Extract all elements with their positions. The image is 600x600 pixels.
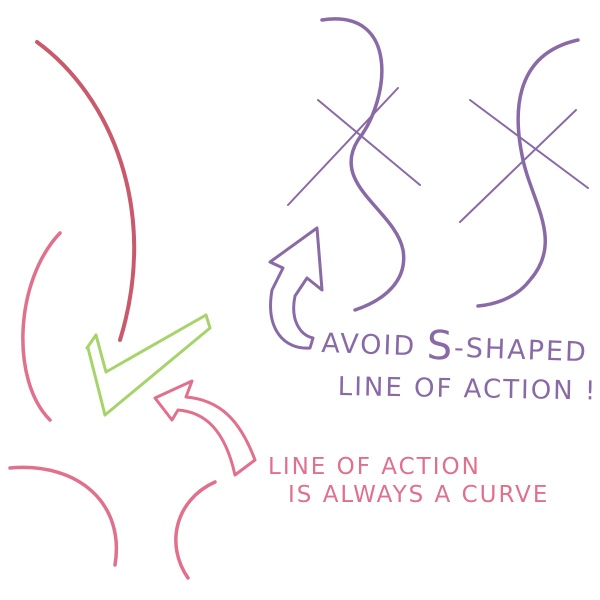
avoid-prefix-text: AVOID (320, 328, 428, 363)
avoid-line-of-action-note: LINE OF ACTION ! (337, 372, 598, 407)
s-curve-line (320, 17, 406, 312)
avoid-suffix-text: -SHAPED (453, 332, 589, 369)
line-of-action-note: LINE OF ACTION (268, 454, 481, 480)
curved-lines-group (8, 40, 217, 580)
cross-stroke-a (469, 99, 589, 189)
cross-stroke-b (459, 109, 577, 223)
s-curve-line (476, 38, 580, 308)
bottom-right-arc-line (174, 480, 217, 580)
s-curve-figure-left (287, 17, 421, 312)
cross-stroke-a (317, 99, 421, 186)
left-arc-line (21, 231, 62, 422)
s-curve-figure-right (459, 38, 589, 308)
always-a-curve-note: IS ALWAYS A CURVE (288, 482, 550, 508)
pink-arrow-icon (153, 379, 257, 477)
purple-curved-arrow-icon (268, 226, 324, 350)
tall-curve-line (35, 40, 137, 342)
avoid-s-letter: S (425, 322, 455, 370)
check-mark-icon (85, 313, 212, 417)
bottom-left-arc-line (8, 465, 119, 567)
cross-stroke-b (287, 87, 399, 206)
